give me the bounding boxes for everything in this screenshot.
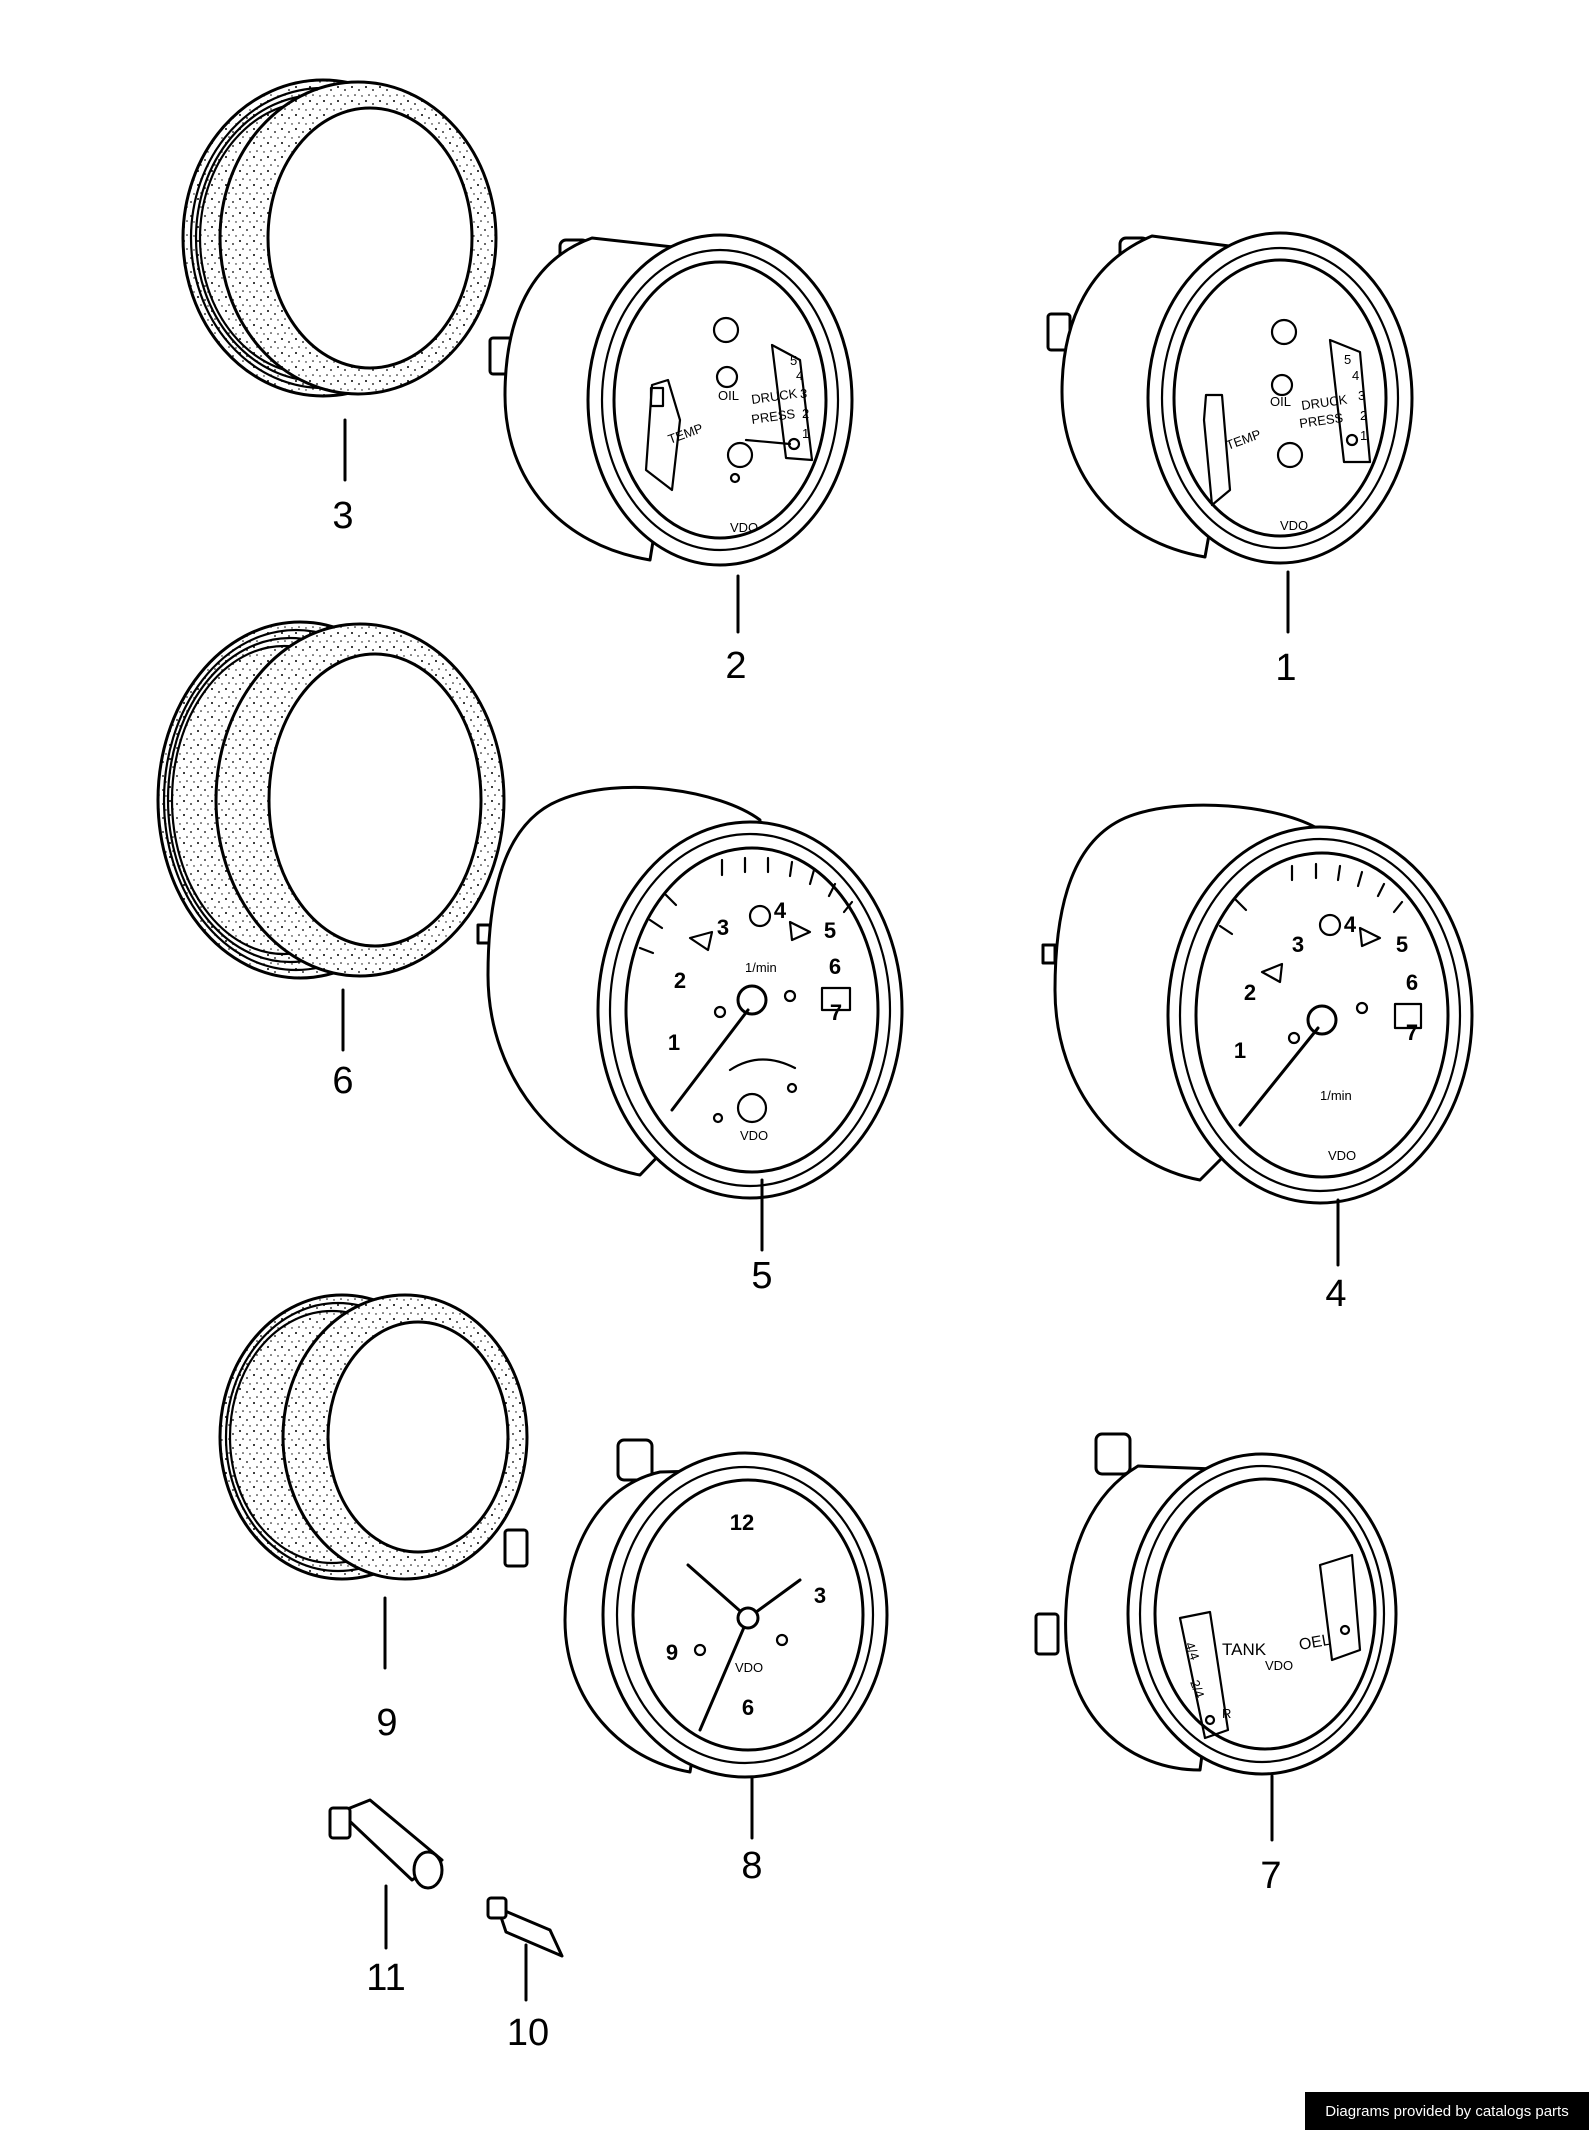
clock-digit-9: 9 (666, 1640, 678, 1665)
tach-tick-marks-4 (1218, 862, 1404, 936)
tach-digit-1: 1 (668, 1030, 680, 1055)
clock-digit-12: 12 (730, 1510, 754, 1535)
pressure-tick-5b: 5 (1344, 352, 1351, 367)
clock-digit-6: 6 (742, 1695, 754, 1720)
callout-1: 1 (1275, 647, 1296, 689)
bezel-ring-part-6[interactable] (156, 620, 506, 1052)
label-vdo-1: VDO (1280, 518, 1308, 533)
credit-badge[interactable]: Diagrams provided by catalogs parts (1305, 2092, 1589, 2130)
tach-digit-6: 6 (829, 954, 841, 979)
bezel-ring-part-3[interactable] (181, 78, 498, 482)
callout-7: 7 (1260, 1855, 1281, 1897)
label-tank: TANK (1222, 1640, 1267, 1659)
pressure-tick-3b: 3 (1358, 388, 1365, 403)
label-oil-1: OIL (1270, 394, 1291, 409)
pressure-tick-3: 3 (800, 386, 807, 401)
label-vdo-4: VDO (1328, 1148, 1356, 1163)
pressure-tick-5: 5 (790, 353, 797, 368)
tach-digit-2: 2 (674, 968, 686, 993)
pressure-tick-1: 1 (802, 426, 809, 441)
tachometer-part-5[interactable]: 1 2 3 4 5 6 7 1/min VDO (476, 785, 904, 1252)
callout-6: 6 (332, 1060, 353, 1102)
label-press-1: PRESS (1298, 410, 1344, 431)
callout-11: 11 (366, 1957, 405, 1999)
label-druck-1: DRUCK (1300, 392, 1348, 413)
tach4-digit-1: 1 (1234, 1038, 1246, 1063)
label-vdo: VDO (730, 520, 758, 535)
tach-digit-3: 3 (717, 915, 729, 940)
tach-tick-marks (638, 856, 854, 955)
pressure-tick-2: 2 (802, 406, 809, 421)
lamp-socket-part-11[interactable] (328, 1798, 444, 1950)
label-vdo-7: VDO (1265, 1658, 1293, 1673)
label-oel: OEL (1298, 1632, 1333, 1654)
tank-quarter-2: 2/4 (1187, 1678, 1207, 1700)
callout-3: 3 (332, 495, 353, 537)
tachometer-part-4[interactable]: 1 2 3 4 5 6 7 1/min VDO (1041, 803, 1474, 1267)
clock-part-8[interactable]: 12 3 6 9 VDO (503, 1438, 889, 1840)
label-vdo-8: VDO (735, 1660, 763, 1675)
tach4-digit-4: 4 (1344, 912, 1357, 937)
tach-digit-5: 5 (824, 918, 836, 943)
pressure-tick-4b: 4 (1352, 368, 1359, 383)
label-press: PRESS (750, 406, 796, 427)
label-rpm-4: 1/min (1320, 1088, 1352, 1103)
callout-8: 8 (741, 1845, 762, 1887)
pressure-tick-1b: 1 (1360, 428, 1367, 443)
pressure-tick-4: 4 (796, 368, 803, 383)
bezel-ring-part-9[interactable] (218, 1293, 529, 1670)
pressure-tick-2b: 2 (1360, 408, 1367, 423)
label-vdo-5: VDO (740, 1128, 768, 1143)
callout-5: 5 (751, 1255, 772, 1297)
gauge-oil-temp-part-1[interactable]: TEMP OIL DRUCK PRESS VDO 1 2 3 4 5 (1046, 231, 1414, 634)
label-oil: OIL (718, 388, 739, 403)
tach4-digit-2: 2 (1244, 980, 1256, 1005)
tach4-digit-7: 7 (1406, 1020, 1418, 1045)
callout-4: 4 (1325, 1273, 1346, 1315)
callout-10: 10 (507, 2012, 549, 2054)
tach-digit-7: 7 (830, 1000, 842, 1025)
label-rpm: 1/min (745, 960, 777, 975)
tach4-digit-5: 5 (1396, 932, 1408, 957)
label-druck: DRUCK (750, 386, 798, 407)
tach-digit-4: 4 (774, 898, 787, 923)
gauge-oil-temp-part-2[interactable]: TEMP OIL DRUCK PRESS VDO 1 2 3 4 5 (488, 233, 854, 634)
clock-digit-3: 3 (814, 1583, 826, 1608)
callout-9: 9 (376, 1702, 397, 1744)
callout-2: 2 (725, 645, 746, 687)
tach4-digit-6: 6 (1406, 970, 1418, 995)
bulb-part-10[interactable] (486, 1896, 564, 2002)
tank-quarter-4: 4/4 (1182, 1640, 1202, 1662)
gauge-tank-oil-part-7[interactable]: TANK OEL VDO 4/4 2/4 R (1034, 1432, 1398, 1842)
tank-reserve: R (1222, 1706, 1231, 1721)
tach4-digit-3: 3 (1292, 932, 1304, 957)
